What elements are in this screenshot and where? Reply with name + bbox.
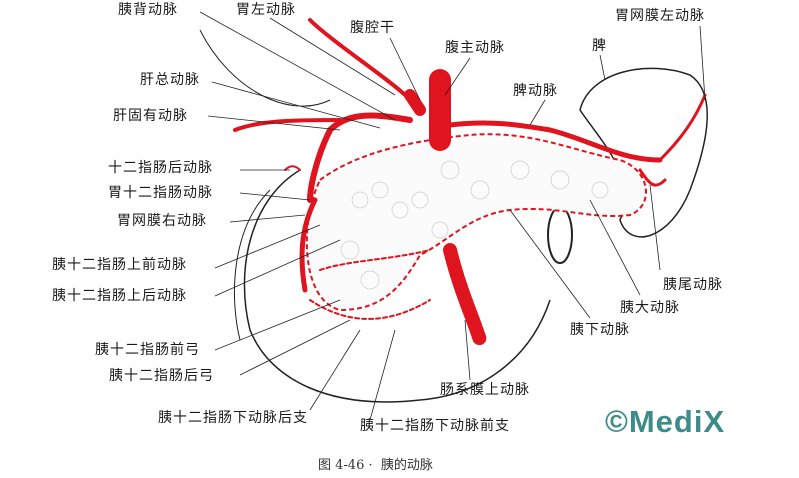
label-inferior-pancreatic-artery: 胰下动脉 (570, 322, 630, 338)
retroduodenal-artery (284, 165, 301, 171)
label-proper-hepatic-artery: 肝固有动脉 (113, 108, 188, 124)
duodenum-outline (243, 169, 551, 403)
label-left-gastroepiploic-artery: 胃网膜左动脉 (615, 8, 705, 24)
label-inferior-pd-anterior-branch: 胰十二指肠下动脉前支 (360, 418, 510, 434)
label-dorsal-pancreatic-artery: 胰背动脉 (118, 2, 178, 18)
label-retroduodenal-artery: 十二指肠后动脉 (108, 160, 213, 176)
left-gastroepiploic-artery (658, 93, 707, 162)
label-great-pancreatic-artery: 胰大动脉 (620, 300, 680, 316)
label-left-gastric-artery: 胃左动脉 (236, 2, 296, 18)
label-celiac-trunk: 腹腔干 (350, 20, 395, 36)
splenic-artery (447, 120, 663, 163)
label-posterior-superior-pd-artery: 胰十二指肠上后动脉 (52, 288, 187, 304)
pd-arches (309, 299, 431, 320)
proper-hepatic-artery (233, 118, 342, 132)
label-right-gastroepiploic-artery: 胃网膜右动脉 (117, 213, 207, 229)
left-kidney-shape (547, 206, 573, 264)
label-superior-mesenteric-artery: 肠系膜上动脉 (440, 382, 530, 398)
figure-title: 胰的动脉 (380, 458, 433, 473)
label-abdominal-aorta: 腹主动脉 (445, 40, 505, 56)
gastroduodenal-artery (299, 197, 318, 293)
pancreas-shape (305, 133, 647, 312)
superior-mesenteric-artery (443, 243, 487, 347)
leader-lines (199, 11, 706, 421)
label-inferior-pd-posterior-branch: 胰十二指肠下动脉后支 (158, 410, 308, 426)
left-gastric-artery (308, 18, 407, 97)
label-gastroduodenal-artery: 胃十二指肠动脉 (108, 185, 213, 201)
celiac-trunk (404, 89, 426, 116)
figure-caption: 图 4-46 · 胰的动脉 (318, 458, 433, 473)
label-anterior-pd-arch: 胰十二指肠前弓 (95, 342, 200, 358)
tail-pancreatic-arteries (638, 168, 667, 187)
label-common-hepatic-artery: 肝总动脉 (140, 72, 200, 88)
label-posterior-pd-arch: 胰十二指肠后弓 (109, 368, 214, 384)
common-hepatic-artery (307, 112, 413, 203)
label-splenic-artery: 脾动脉 (513, 83, 558, 99)
label-tail-pancreatic-artery: 胰尾动脉 (663, 277, 723, 293)
label-spleen: 脾 (592, 38, 607, 54)
watermark-logo: ©MediX (605, 404, 726, 439)
figure-number: 图 4-46 (318, 458, 365, 473)
label-anterior-superior-pd-artery: 胰十二指肠上前动脉 (52, 257, 187, 273)
